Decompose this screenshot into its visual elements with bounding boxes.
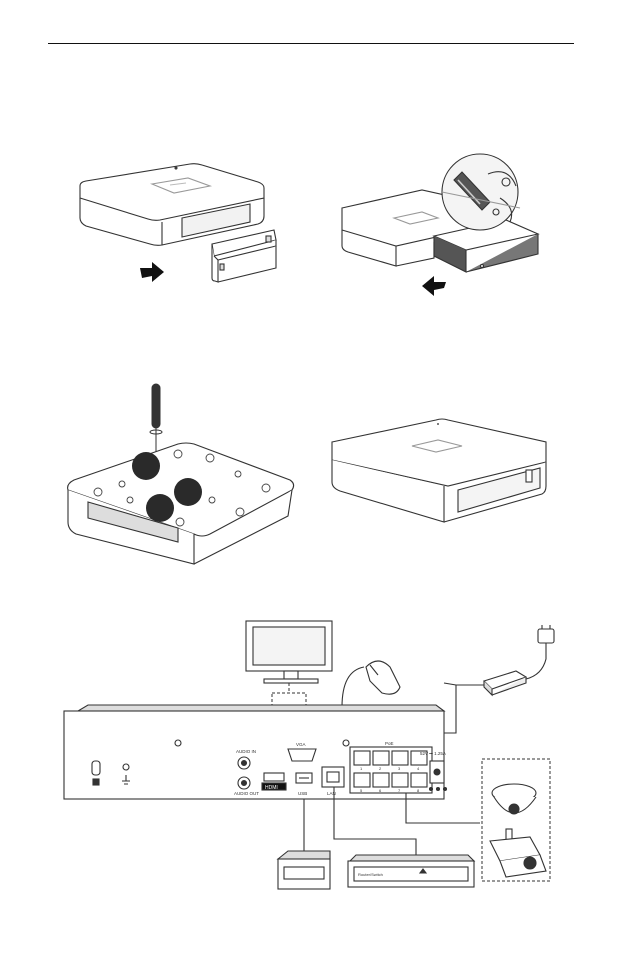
monitor-icon [246, 621, 332, 683]
wall-plug-icon [538, 625, 554, 643]
screw-marker [146, 494, 174, 522]
label-power: 52V ⎓ 1.25A [420, 751, 446, 756]
figure-assembled-nvr [326, 412, 554, 532]
figure-remove-cover [70, 160, 290, 290]
label-poe: PoE [385, 741, 394, 746]
dome-camera-icon [492, 784, 536, 814]
figure-connection-diagram: AUDIO IN AUDIO OUT VGA HDMI USB LAN PoE … [60, 615, 560, 895]
header-rule [48, 43, 574, 44]
figure-insert-hdd [330, 150, 560, 300]
label-usb: USB [298, 791, 307, 796]
label-hdmi: HDMI [265, 785, 278, 791]
label-audio-out: AUDIO OUT [234, 791, 259, 796]
power-adapter-icon [436, 643, 546, 733]
screw-marker [132, 452, 160, 480]
screw-marker [174, 478, 202, 506]
figure-fasten-screws [60, 380, 300, 570]
router-switch-icon [348, 855, 474, 887]
label-audio-in: AUDIO IN [236, 749, 256, 754]
usb-storage-icon [278, 851, 330, 889]
mouse-icon [342, 661, 400, 707]
router-switch-label: Router/Switch [358, 872, 383, 877]
label-vga: VGA [296, 742, 306, 747]
bullet-camera-icon [490, 829, 546, 877]
